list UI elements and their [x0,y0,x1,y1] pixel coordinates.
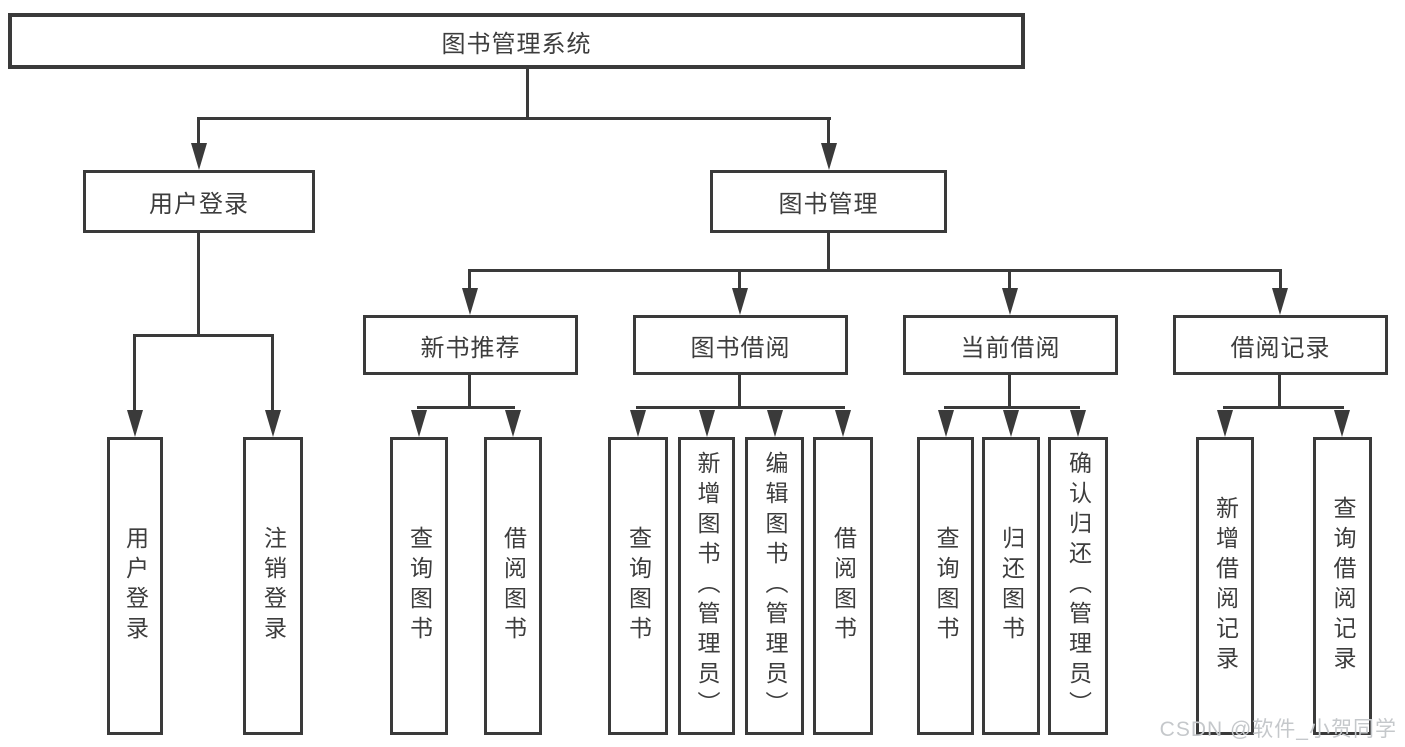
node-label: 借阅图书 [830,526,857,646]
node-user-login: 用户登录 [83,170,315,233]
node-leaf-edit-books-admin: 编辑图书（管理员） [745,437,804,735]
node-label: 归还图书 [998,526,1025,646]
arrow-down-icon [265,410,281,437]
node-label: 新增图书（管理员） [694,451,720,721]
node-leaf-add-borrow-record: 新增借阅记录 [1196,437,1254,735]
connector-line [133,334,274,337]
arrow-down-icon [835,410,851,437]
connector-line [944,406,1080,409]
connector-line [1008,269,1011,291]
node-leaf-user-login: 用户登录 [107,437,163,735]
node-label: 借阅记录 [1230,334,1331,362]
node-label: 新书推荐 [420,334,521,362]
arrow-down-icon [462,288,478,315]
connector-line [738,375,741,408]
arrow-down-icon [1272,288,1288,315]
arrow-down-icon [505,410,521,437]
node-leaf-confirm-return-admin: 确认归还（管理员） [1048,437,1108,735]
connector-line [468,269,1282,272]
node-library-system: 图书管理系统 [8,13,1025,69]
node-label: 查询借阅记录 [1330,496,1356,676]
arrow-down-icon [1070,410,1086,437]
connector-line [133,334,136,412]
node-leaf-query-books: 查询图书 [390,437,448,735]
node-label: 图书管理 [778,191,879,218]
arrow-down-icon [1003,410,1019,437]
node-book-management: 图书管理 [710,170,947,233]
node-label: 确认归还（管理员） [1065,451,1092,721]
node-current-borrowing: 当前借阅 [903,315,1118,375]
arrow-down-icon [732,288,748,315]
connector-line [1008,375,1011,408]
arrow-down-icon [699,410,715,437]
connector-line [1279,269,1282,291]
node-label: 注销登录 [260,526,287,646]
connector-line [1278,375,1281,408]
arrow-down-icon [630,410,646,437]
connector-line [468,269,471,291]
connector-line [738,269,741,291]
arrow-down-icon [1002,288,1018,315]
node-label: 新增借阅记录 [1212,496,1239,676]
connector-line [197,117,200,145]
node-label: 当前借阅 [960,334,1061,362]
node-label: 图书借阅 [690,334,791,362]
node-leaf-query-books: 查询图书 [917,437,974,735]
connector-line [636,406,845,409]
node-leaf-query-books: 查询图书 [608,437,668,735]
node-borrowing-records: 借阅记录 [1173,315,1388,375]
connector-line [827,233,830,272]
node-label: 编辑图书（管理员） [762,451,788,721]
connector-line [197,117,831,120]
node-leaf-query-borrow-record: 查询借阅记录 [1313,437,1372,735]
arrow-down-icon [191,143,207,170]
node-new-book-recommendation: 新书推荐 [363,315,578,375]
node-leaf-return-books: 归还图书 [982,437,1040,735]
node-leaf-borrow-books: 借阅图书 [813,437,873,735]
connector-line [417,406,515,409]
node-label: 用户登录 [149,191,249,218]
connector-line [526,68,529,120]
node-label: 查询图书 [625,526,652,646]
connector-line [1223,406,1344,409]
arrow-down-icon [767,410,783,437]
node-leaf-borrow-books: 借阅图书 [484,437,542,735]
arrow-down-icon [127,410,143,437]
node-label: 用户登录 [122,526,149,646]
node-label: 查询图书 [933,526,959,646]
arrow-down-icon [1217,410,1233,437]
connector-line [827,117,830,145]
node-label: 借阅图书 [500,526,527,646]
watermark: CSDN @软件_小贺同学 [1159,718,1397,741]
arrow-down-icon [1334,410,1350,437]
arrow-down-icon [411,410,427,437]
arrow-down-icon [938,410,954,437]
connector-line [271,334,274,412]
node-label: 图书管理系统 [441,30,592,58]
node-label: 查询图书 [406,526,433,646]
connector-line [468,375,471,408]
connector-line [197,233,200,337]
arrow-down-icon [821,143,837,170]
node-leaf-add-books-admin: 新增图书（管理员） [678,437,735,735]
node-leaf-logout: 注销登录 [243,437,303,735]
node-book-borrowing: 图书借阅 [633,315,848,375]
